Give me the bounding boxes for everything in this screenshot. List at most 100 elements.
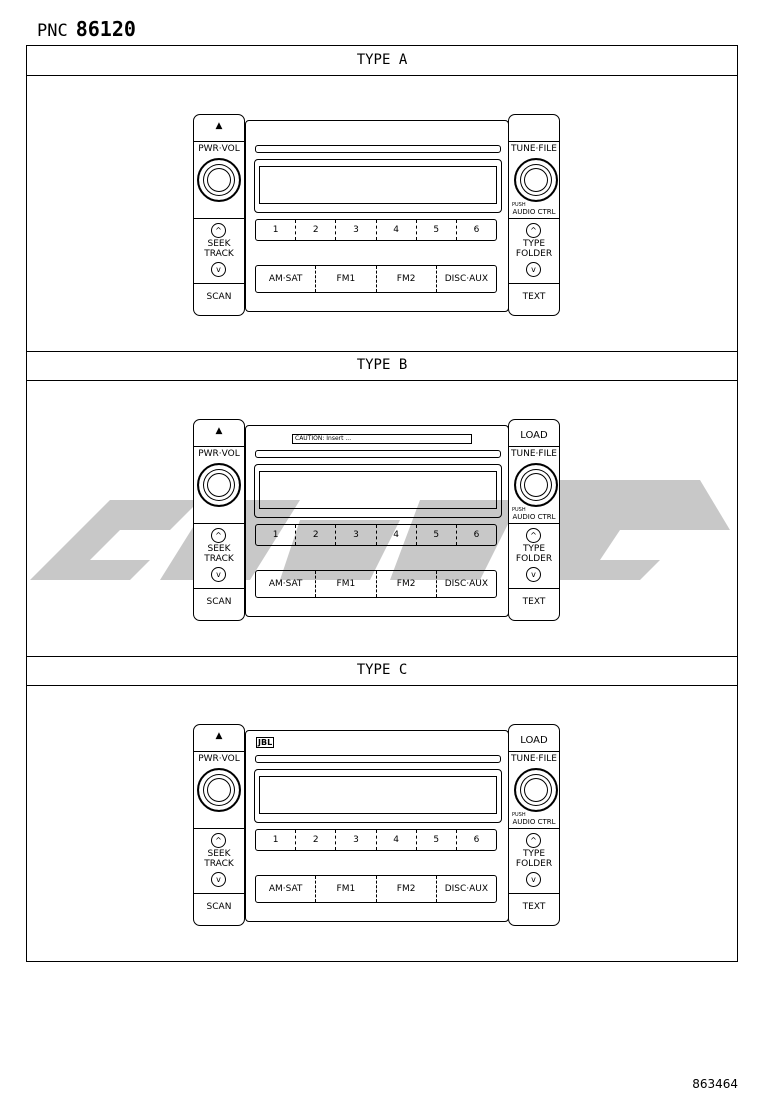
mode-button: FM1 bbox=[315, 266, 375, 292]
left-panel: ▲ PWR·VOL ^ SEEK TRACK v SCAN bbox=[193, 419, 245, 621]
chevron-up-icon: ^ bbox=[526, 223, 541, 238]
mode-button: FM2 bbox=[375, 876, 436, 902]
chevron-up-icon: ^ bbox=[211, 223, 226, 238]
display-window bbox=[254, 159, 502, 213]
audio-ctrl-label: AUDIO CTRL bbox=[512, 513, 556, 521]
left-panel: ▲ PWR·VOL ^ SEEK TRACK v SCAN bbox=[193, 724, 245, 926]
tune-knob bbox=[514, 463, 558, 507]
volume-knob bbox=[197, 158, 241, 202]
preset-button-3: 3 bbox=[335, 220, 375, 240]
mode-button: AM·SAT bbox=[268, 579, 303, 589]
type-label: TYPE bbox=[522, 239, 546, 249]
mode-button: DISC·AUX bbox=[435, 266, 496, 292]
preset-button-4: 4 bbox=[375, 830, 416, 850]
track-label: TRACK bbox=[204, 249, 234, 259]
mode-button: DISC·AUX bbox=[435, 876, 496, 902]
mode-button: FM2 bbox=[375, 571, 436, 597]
right-panel: LOAD TUNE·FILE PUSH AUDIO CTRL ^ TYPE FO… bbox=[508, 724, 560, 926]
text-label: TEXT bbox=[522, 597, 546, 607]
chevron-up-icon: ^ bbox=[211, 528, 226, 543]
jbl-logo: JBL bbox=[256, 737, 275, 748]
pnc-prefix: PNC bbox=[37, 21, 68, 41]
preset-button-5: 5 bbox=[415, 220, 456, 240]
tune-file-label: TUNE·FILE bbox=[511, 449, 557, 459]
preset-button-1: 1 bbox=[272, 835, 279, 845]
chevron-down-icon: v bbox=[211, 872, 226, 887]
chevron-down-icon: v bbox=[526, 262, 541, 277]
section-divider bbox=[27, 351, 737, 352]
preset-button-6: 6 bbox=[455, 220, 496, 240]
pnc-label: PNC 86120 bbox=[37, 17, 136, 41]
section-divider bbox=[27, 656, 737, 657]
eject-icon: ▲ bbox=[215, 731, 223, 741]
right-panel: TUNE·FILE PUSH AUDIO CTRL ^ TYPE FOLDER … bbox=[508, 114, 560, 316]
tune-file-label: TUNE·FILE bbox=[511, 144, 557, 154]
display-window bbox=[254, 464, 502, 518]
text-label: TEXT bbox=[522, 902, 546, 912]
scan-label: SCAN bbox=[206, 597, 232, 607]
tune-knob bbox=[514, 768, 558, 812]
chevron-up-icon: ^ bbox=[526, 833, 541, 848]
volume-knob bbox=[197, 463, 241, 507]
seek-label: SEEK bbox=[207, 544, 231, 554]
preset-button-6: 6 bbox=[455, 525, 496, 545]
folder-label: FOLDER bbox=[515, 859, 553, 869]
load-label: LOAD bbox=[520, 430, 548, 441]
scan-label: SCAN bbox=[206, 292, 232, 302]
seek-label: SEEK bbox=[207, 239, 231, 249]
mode-button: DISC·AUX bbox=[435, 571, 496, 597]
mode-button: FM1 bbox=[315, 571, 375, 597]
pwr-vol-label: PWR·VOL bbox=[198, 754, 240, 764]
chevron-down-icon: v bbox=[526, 567, 541, 582]
folder-label: FOLDER bbox=[515, 554, 553, 564]
tune-file-label: TUNE·FILE bbox=[511, 754, 557, 764]
mode-button: AM·SAT bbox=[268, 884, 303, 894]
type-label: TYPE bbox=[522, 849, 546, 859]
push-label: PUSH bbox=[512, 812, 526, 818]
preset-button-2: 2 bbox=[295, 830, 335, 850]
chevron-down-icon: v bbox=[526, 872, 541, 887]
preset-button-2: 2 bbox=[295, 220, 335, 240]
audio-ctrl-label: AUDIO CTRL bbox=[512, 818, 556, 826]
volume-knob bbox=[197, 768, 241, 812]
mode-button: FM1 bbox=[315, 876, 375, 902]
chevron-up-icon: ^ bbox=[526, 528, 541, 543]
preset-button-6: 6 bbox=[455, 830, 496, 850]
display-window bbox=[254, 769, 502, 823]
type-label: TYPE bbox=[522, 544, 546, 554]
preset-button-3: 3 bbox=[335, 525, 375, 545]
chevron-up-icon: ^ bbox=[211, 833, 226, 848]
text-label: TEXT bbox=[522, 292, 546, 302]
type-header: TYPE B bbox=[27, 351, 737, 381]
disc-slot bbox=[255, 450, 501, 458]
track-label: TRACK bbox=[204, 554, 234, 564]
preset-button-4: 4 bbox=[375, 525, 416, 545]
mode-button: AM·SAT bbox=[268, 274, 303, 284]
left-panel: ▲ PWR·VOL ^ SEEK TRACK v SCAN bbox=[193, 114, 245, 316]
pnc-number: 86120 bbox=[75, 17, 136, 41]
disc-slot bbox=[255, 755, 501, 763]
preset-button-1: 1 bbox=[272, 225, 279, 235]
disc-slot bbox=[255, 145, 501, 153]
track-label: TRACK bbox=[204, 859, 234, 869]
audio-ctrl-label: AUDIO CTRL bbox=[512, 208, 556, 216]
push-label: PUSH bbox=[512, 202, 526, 208]
push-label: PUSH bbox=[512, 507, 526, 513]
folder-label: FOLDER bbox=[515, 249, 553, 259]
right-panel: LOAD TUNE·FILE PUSH AUDIO CTRL ^ TYPE FO… bbox=[508, 419, 560, 621]
eject-icon: ▲ bbox=[215, 121, 223, 131]
type-header: TYPE C bbox=[27, 656, 737, 686]
preset-button-3: 3 bbox=[335, 830, 375, 850]
seek-label: SEEK bbox=[207, 849, 231, 859]
preset-button-4: 4 bbox=[375, 220, 416, 240]
figure-number: 863464 bbox=[692, 1077, 738, 1091]
